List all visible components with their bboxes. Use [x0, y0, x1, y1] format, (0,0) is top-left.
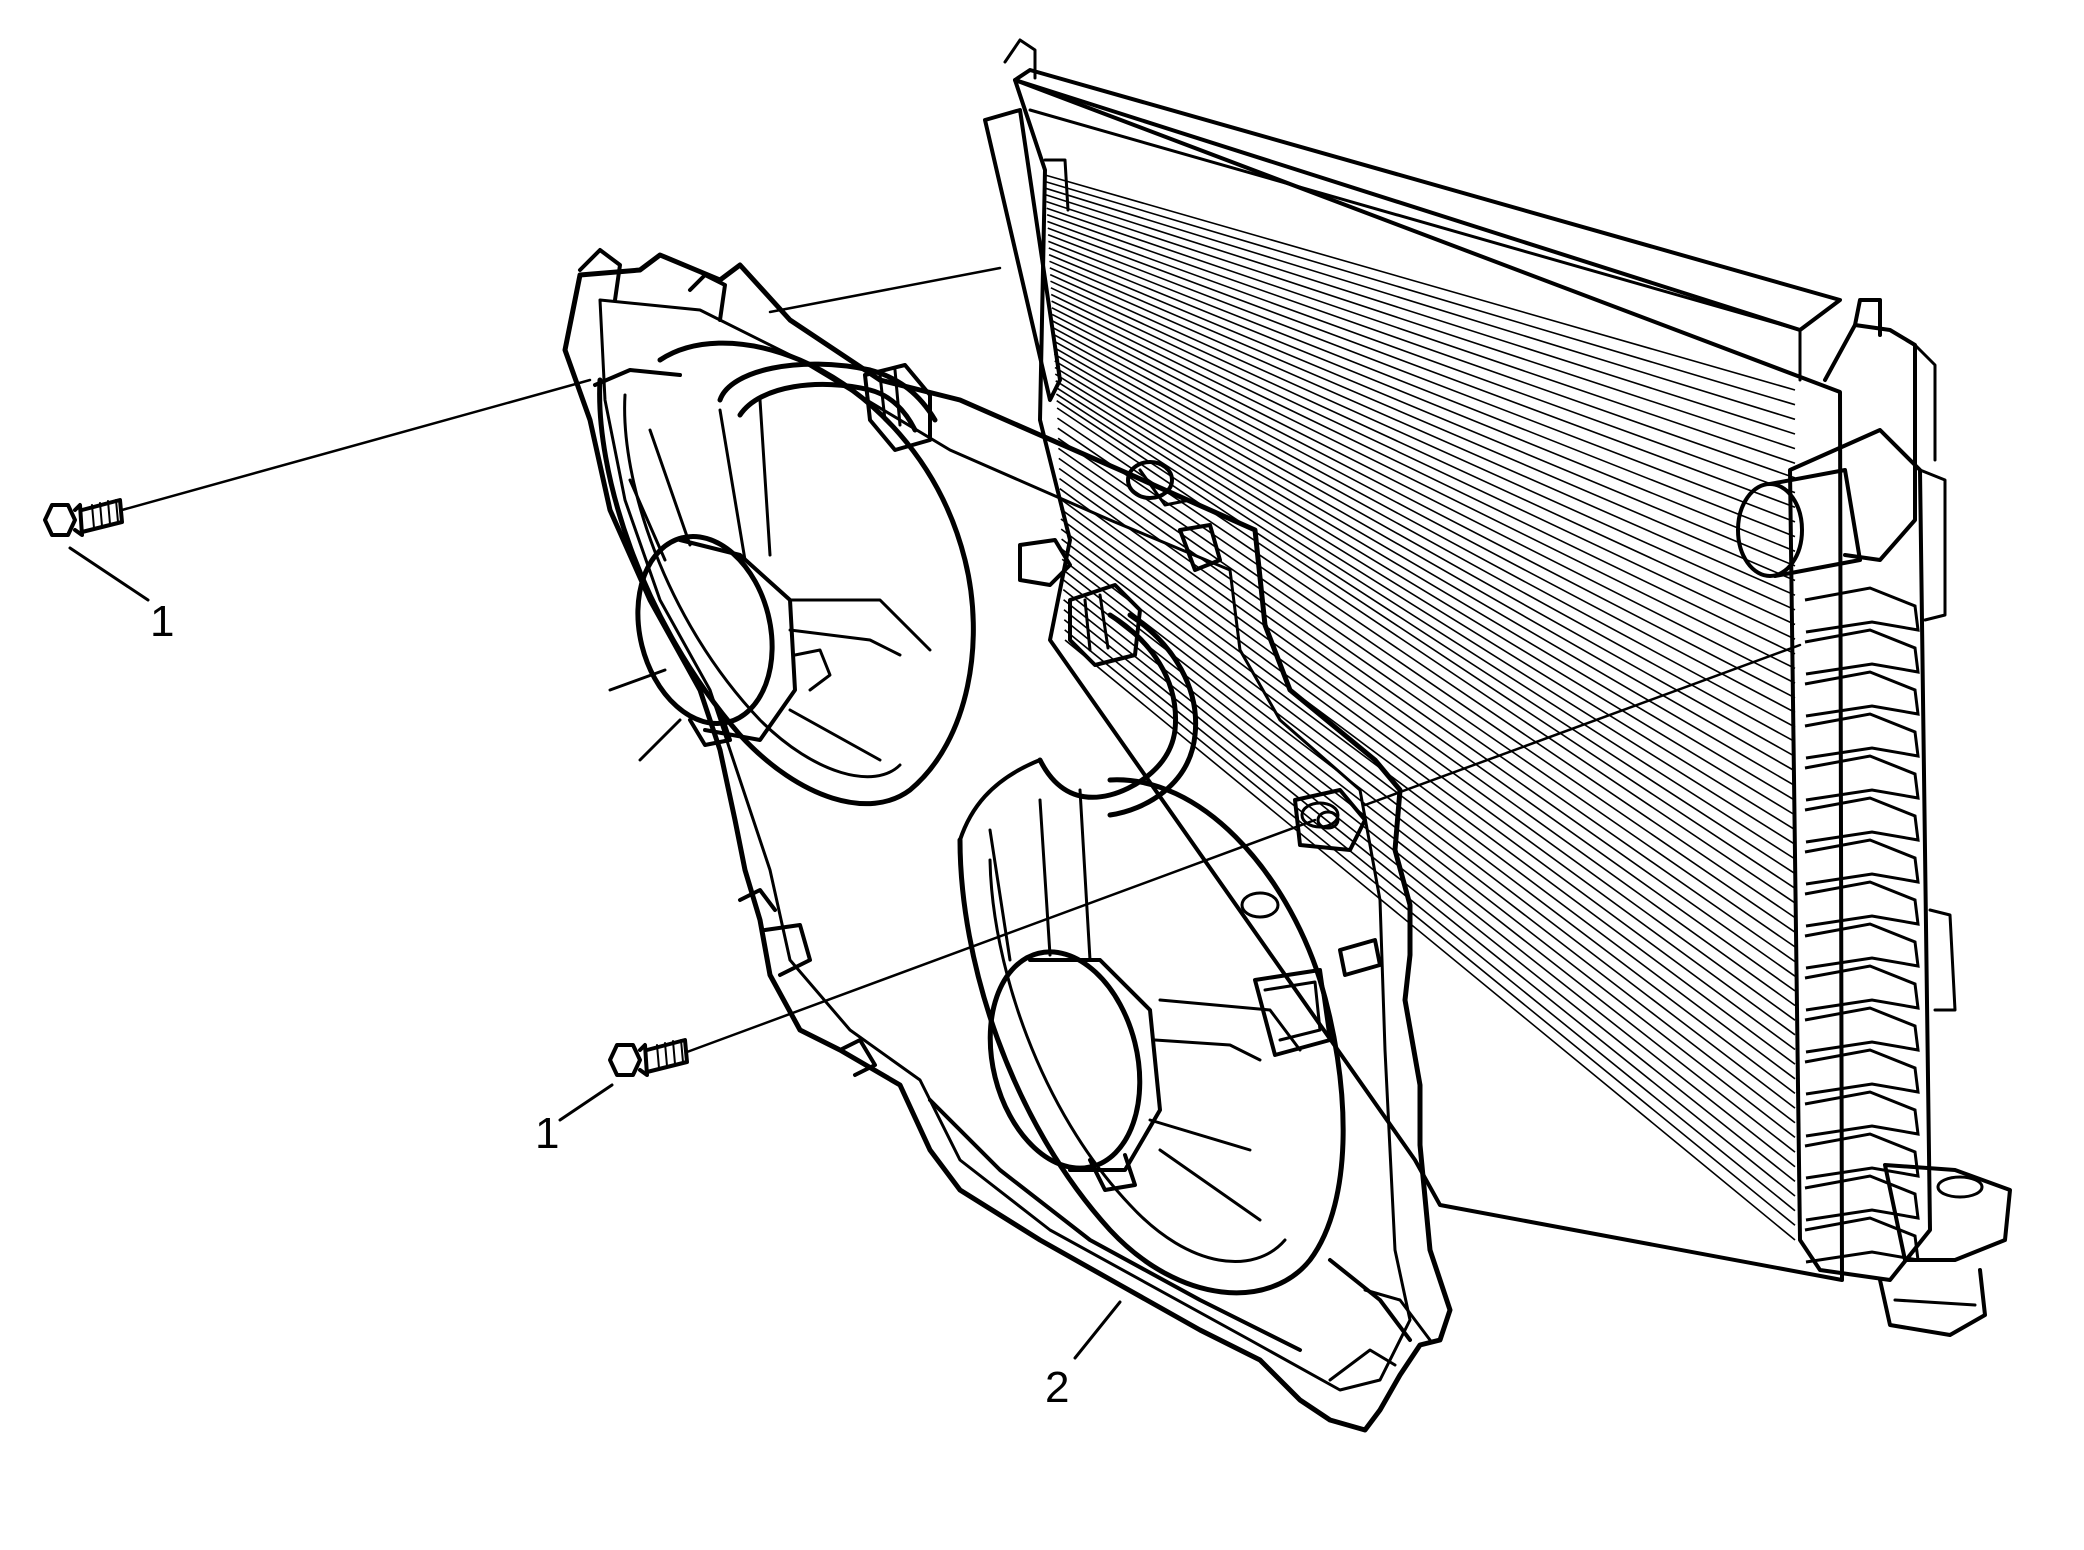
- fin-line: [1050, 287, 1796, 640]
- fin-line: [1044, 174, 1796, 391]
- fin-line: [1057, 437, 1796, 948]
- tank-rib: [1804, 628, 1920, 676]
- fin-line: [1045, 187, 1796, 421]
- fin-line: [1047, 220, 1796, 494]
- fin-line: [1055, 380, 1796, 845]
- tank-rib: [1804, 964, 1920, 1012]
- fin-line: [1052, 333, 1796, 743]
- fin-line: [1058, 467, 1796, 992]
- tank-rib: [1804, 922, 1920, 970]
- electrical-connectors: [863, 363, 1222, 667]
- fin-line: [1059, 477, 1796, 1007]
- tank-rib: [1804, 1174, 1920, 1222]
- fin-line: [1064, 629, 1796, 1226]
- fin-line: [1061, 538, 1796, 1095]
- alignment-lines: [120, 266, 1802, 1054]
- fin-line: [1053, 346, 1796, 772]
- fin-line: [1060, 508, 1796, 1051]
- fin-line: [1055, 393, 1796, 875]
- fin-line: [1062, 568, 1796, 1139]
- fin-line: [1046, 207, 1796, 465]
- tank-rib: [1804, 1216, 1920, 1264]
- fin-line: [1063, 599, 1796, 1183]
- callout-2: 2: [1045, 1300, 1122, 1412]
- tank-rib: [1804, 670, 1920, 718]
- upper-fan-motor: [635, 533, 902, 747]
- fin-line: [1050, 280, 1796, 626]
- tank-rib: [1804, 1048, 1920, 1096]
- fan-shroud-assembly: [562, 248, 1453, 1433]
- callout-1-lower: 1: [535, 1083, 614, 1158]
- fin-line: [1047, 227, 1796, 508]
- fin-line: [1054, 366, 1796, 816]
- fin-line: [1062, 588, 1796, 1168]
- callout-label: 1: [150, 597, 174, 646]
- tank-rib: [1804, 838, 1920, 886]
- fin-line: [1061, 558, 1796, 1124]
- fin-line: [1051, 300, 1796, 670]
- fin-line: [1053, 340, 1796, 758]
- callout-1-upper: 1: [68, 546, 174, 646]
- fin-line: [1051, 313, 1796, 699]
- fin-line: [1056, 407, 1796, 904]
- tank-ribs: [1804, 586, 1920, 1264]
- fin-line: [1050, 293, 1796, 655]
- fin-line: [1060, 518, 1796, 1065]
- fin-line: [1046, 200, 1796, 450]
- callout-label: 2: [1045, 1363, 1069, 1412]
- fin-line: [1052, 320, 1796, 714]
- tank-rib: [1804, 1006, 1920, 1054]
- fin-line: [1051, 307, 1796, 684]
- fin-line: [1062, 578, 1796, 1153]
- callout-label: 1: [535, 1109, 559, 1158]
- radiator: [983, 38, 2012, 1337]
- fin-line: [1053, 353, 1796, 787]
- fin-line: [1048, 240, 1796, 538]
- fin-line: [1057, 427, 1796, 933]
- fin-line: [1064, 639, 1796, 1241]
- fin-line: [1059, 498, 1796, 1036]
- tank-rib: [1804, 880, 1920, 928]
- fin-line: [1061, 548, 1796, 1109]
- fin-line: [1048, 253, 1796, 567]
- fin-line: [1059, 488, 1796, 1021]
- tank-rib: [1804, 712, 1920, 760]
- tank-rib: [1804, 754, 1920, 802]
- fin-line: [1047, 233, 1796, 523]
- bolt-lower: [608, 1038, 689, 1077]
- tank-rib: [1804, 586, 1920, 634]
- tank-rib: [1804, 1132, 1920, 1180]
- fin-line: [1055, 386, 1796, 860]
- lower-fan-motor: [987, 949, 1262, 1192]
- tank-rib: [1804, 796, 1920, 844]
- fin-line: [1063, 619, 1796, 1212]
- fin-line: [1054, 373, 1796, 831]
- fin-line: [1060, 528, 1796, 1080]
- fin-line: [1063, 609, 1796, 1197]
- bolt-upper: [43, 498, 124, 537]
- fin-line: [1054, 360, 1796, 801]
- fin-line: [1056, 400, 1796, 889]
- fin-line: [1052, 326, 1796, 728]
- fin-line: [1049, 267, 1796, 596]
- fin-line: [1049, 260, 1796, 582]
- fin-line: [1048, 247, 1796, 552]
- fin-line: [1058, 457, 1796, 977]
- radiator-fins: [1044, 174, 1796, 1241]
- tank-rib: [1804, 1090, 1920, 1138]
- fin-line: [1046, 214, 1796, 479]
- fin-line: [1045, 180, 1796, 406]
- fin-line: [1049, 273, 1796, 611]
- fin-line: [1045, 194, 1796, 435]
